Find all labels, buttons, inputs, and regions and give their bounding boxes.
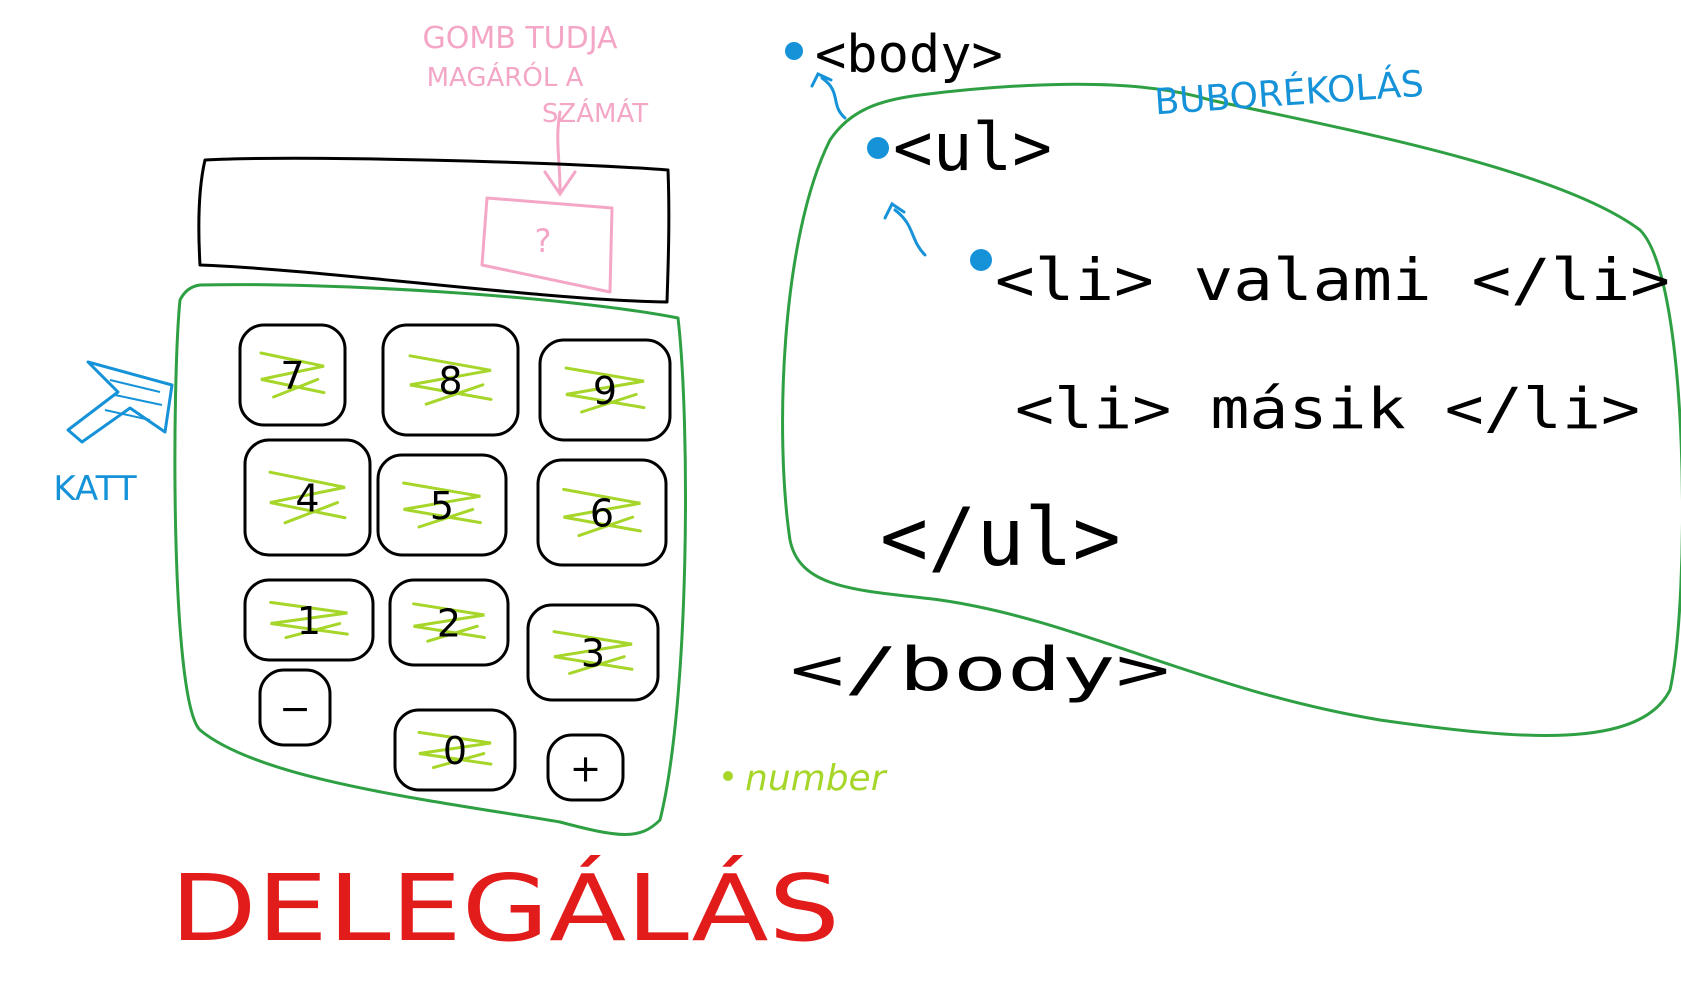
event-path bbox=[785, 42, 992, 271]
key-outline bbox=[381, 323, 520, 437]
highlight-scribble bbox=[408, 354, 493, 406]
highlight-scribble bbox=[268, 470, 347, 525]
key-label: + bbox=[570, 747, 602, 791]
code-ul-open: <ul> bbox=[893, 109, 1052, 186]
highlight-scribble bbox=[552, 630, 634, 675]
li-dot-icon bbox=[970, 249, 992, 271]
key-label: 7 bbox=[280, 354, 304, 398]
title-delegalas: DELEGÁLÁS bbox=[170, 854, 840, 962]
code-ul-close: </ul> bbox=[880, 491, 1121, 584]
key-6: 1 bbox=[243, 578, 375, 662]
number-button-question-mark: ? bbox=[535, 222, 552, 260]
bubbling-label: BUBORÉKOLÁS bbox=[1153, 63, 1425, 124]
key-outline bbox=[243, 438, 372, 557]
key-outline bbox=[243, 578, 375, 662]
highlight-scribble bbox=[562, 487, 642, 538]
pink-arrow bbox=[543, 110, 577, 197]
highlight-scribble bbox=[402, 481, 482, 529]
key-outline bbox=[393, 708, 517, 792]
key-label: 8 bbox=[438, 359, 462, 403]
keypad-outline bbox=[173, 283, 687, 836]
key-label: − bbox=[279, 687, 311, 731]
code-li-1: <li> valami </li> bbox=[995, 246, 1670, 314]
key-label: 9 bbox=[593, 369, 617, 413]
code-body-open: <body> bbox=[815, 25, 1003, 85]
click-arrow: KATT bbox=[53, 360, 174, 509]
key-label: 5 bbox=[430, 484, 454, 528]
key-outline bbox=[538, 338, 672, 442]
highlight-scribble bbox=[412, 602, 486, 643]
key-4: 5 bbox=[376, 453, 508, 557]
key-9: − bbox=[258, 668, 332, 747]
key-outline bbox=[376, 453, 508, 557]
bubble-arrow-li-to-ul bbox=[883, 201, 927, 257]
key-label: 2 bbox=[437, 602, 461, 646]
key-label: 6 bbox=[590, 492, 614, 536]
highlight-scribble bbox=[259, 351, 326, 399]
key-1: 8 bbox=[381, 323, 520, 437]
key-outline bbox=[258, 668, 332, 747]
key-label: 1 bbox=[297, 599, 321, 643]
ul-dot-icon bbox=[867, 137, 889, 159]
key-outline bbox=[536, 458, 668, 567]
code-body-close: </body> bbox=[790, 635, 1170, 705]
number-dot-icon bbox=[723, 771, 733, 781]
key-outline bbox=[388, 578, 510, 667]
key-7: 2 bbox=[388, 578, 510, 667]
key-outline bbox=[526, 603, 660, 702]
key-10: 0 bbox=[393, 708, 517, 792]
key-label: 4 bbox=[295, 477, 319, 521]
key-2: 9 bbox=[538, 338, 672, 442]
click-arrow-icon bbox=[66, 360, 174, 444]
pink-note-line-2: MAGÁRÓL A bbox=[427, 61, 584, 93]
html-code: <body> <ul> <li> valami </li> <li> másik… bbox=[790, 25, 1670, 705]
key-label: 3 bbox=[581, 632, 605, 676]
bubbling-outline bbox=[781, 82, 1681, 737]
calculator-display: ? bbox=[197, 156, 671, 304]
key-3: 4 bbox=[243, 438, 372, 557]
key-outline bbox=[546, 733, 625, 802]
pink-note-line-1: GOMB TUDJA bbox=[422, 21, 618, 56]
body-dot-icon bbox=[785, 42, 803, 60]
key-11: + bbox=[546, 733, 625, 802]
key-5: 6 bbox=[536, 458, 668, 567]
number-label: number bbox=[723, 758, 888, 799]
highlight-scribble bbox=[564, 366, 646, 414]
highlight-scribble bbox=[417, 730, 493, 770]
pink-note: GOMB TUDJA MAGÁRÓL A SZÁMÁT bbox=[422, 21, 648, 197]
code-li-2: <li> másik </li> bbox=[1015, 377, 1640, 442]
key-outline bbox=[238, 323, 347, 427]
key-0: 7 bbox=[238, 323, 347, 427]
keypad-keys: 7 8 9 4 5 6 1 2 3 − 0 + bbox=[238, 323, 672, 802]
number-label-text: number bbox=[745, 758, 888, 799]
key-8: 3 bbox=[526, 603, 660, 702]
bubble-arrow-ul-to-body bbox=[810, 72, 847, 120]
highlight-scribble bbox=[269, 600, 349, 640]
click-label: KATT bbox=[53, 469, 136, 509]
number-button-outline bbox=[480, 196, 614, 294]
key-label: 0 bbox=[443, 729, 467, 773]
